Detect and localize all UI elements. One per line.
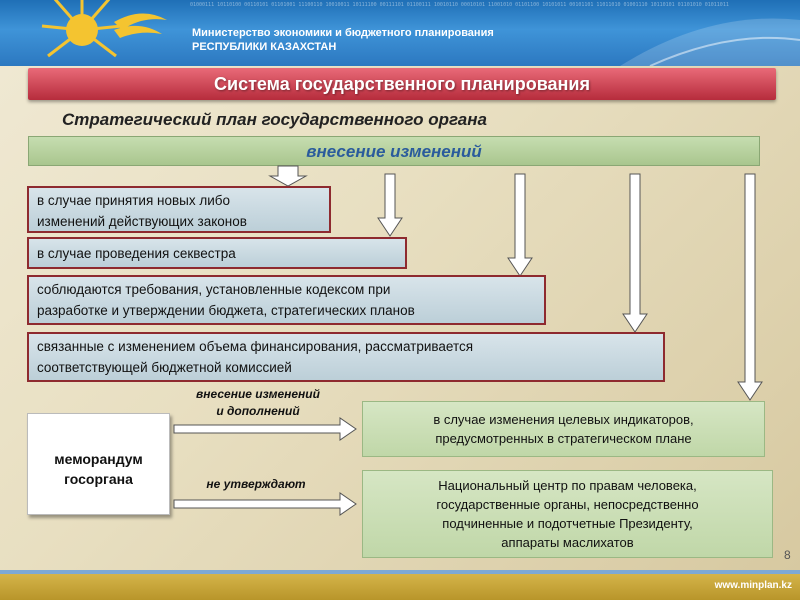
arrow-down-2 [377,173,403,237]
result-box-indicators: в случае изменения целевых индикаторов, … [362,401,765,457]
footer-line [0,570,800,574]
changes-bar: внесение изменений [28,136,760,166]
header-swoosh [620,18,800,66]
condition-box-code-requirements: соблюдаются требования, установленные ко… [27,275,546,325]
org-name-line1: Министерство экономики и бюджетного план… [192,27,494,39]
result-text: предусмотренных в стратегическом плане [435,431,692,446]
result-text: государственные органы, непосредственно [436,497,699,512]
condition-text: соблюдаются требования, установленные ко… [37,282,391,297]
org-name-line2: РЕСПУБЛИКИ КАЗАХСТАН [192,41,337,53]
memorandum-box: меморандум госоргана [27,413,170,515]
result-text: Национальный центр по правам человека, [438,478,697,493]
header-banner: 01000111 10110100 00110101 01101001 1110… [0,0,800,66]
arrow-down-3 [507,173,533,277]
arrow-label-amendments: внесение изменений и дополнений [168,386,348,420]
condition-box-sequestration: в случае проведения секвестра [27,237,407,269]
footer-url[interactable]: www.minplan.kz [714,580,792,591]
arrow-down-1 [268,165,308,187]
result-text: подчиненные и подотчетные Президенту, [442,516,693,531]
condition-text: в случае проведения секвестра [37,246,236,261]
condition-text: связанные с изменением объема финансиров… [37,339,474,354]
result-text: в случае изменения целевых индикаторов, [433,412,694,427]
arrow-label-line2: и дополнений [216,404,300,418]
page-number: 8 [784,548,791,562]
title-bar: Система государственного планирования [28,68,776,100]
page-title: Система государственного планирования [214,74,590,94]
arrow-label-line1: внесение изменений [196,387,320,401]
arrow-label-not-approved: не утверждают [176,476,336,493]
subtitle: Стратегический план государственного орг… [62,110,487,129]
binary-pattern: 01000111 10110100 00110101 01101001 1110… [190,2,729,8]
memo-line2: госоргана [64,471,133,487]
memo-line1: меморандум [54,451,143,467]
organization-name: Министерство экономики и бюджетного план… [192,26,494,54]
result-box-exempt-bodies: Национальный центр по правам человека, г… [362,470,773,558]
condition-box-new-laws: в случае принятия новых либо изменений д… [27,186,331,233]
arrow-label-bottom: не утверждают [206,477,306,491]
arrow-right-2 [173,492,357,516]
footer: www.minplan.kz [0,570,800,600]
sun-emblem-icon [41,0,167,58]
result-text: аппараты маслихатов [501,535,634,550]
condition-text: разработке и утверждении бюджета, страте… [37,303,415,318]
arrow-right-1 [173,417,357,441]
changes-bar-label: внесение изменений [306,142,482,161]
arrow-down-5 [737,173,763,401]
condition-text: изменений действующих законов [37,214,247,229]
condition-text: в случае принятия новых либо [37,193,231,208]
condition-text: соответствующей бюджетной комиссией [37,360,292,375]
arrow-down-4 [622,173,648,333]
condition-box-funding: связанные с изменением объема финансиров… [27,332,665,382]
